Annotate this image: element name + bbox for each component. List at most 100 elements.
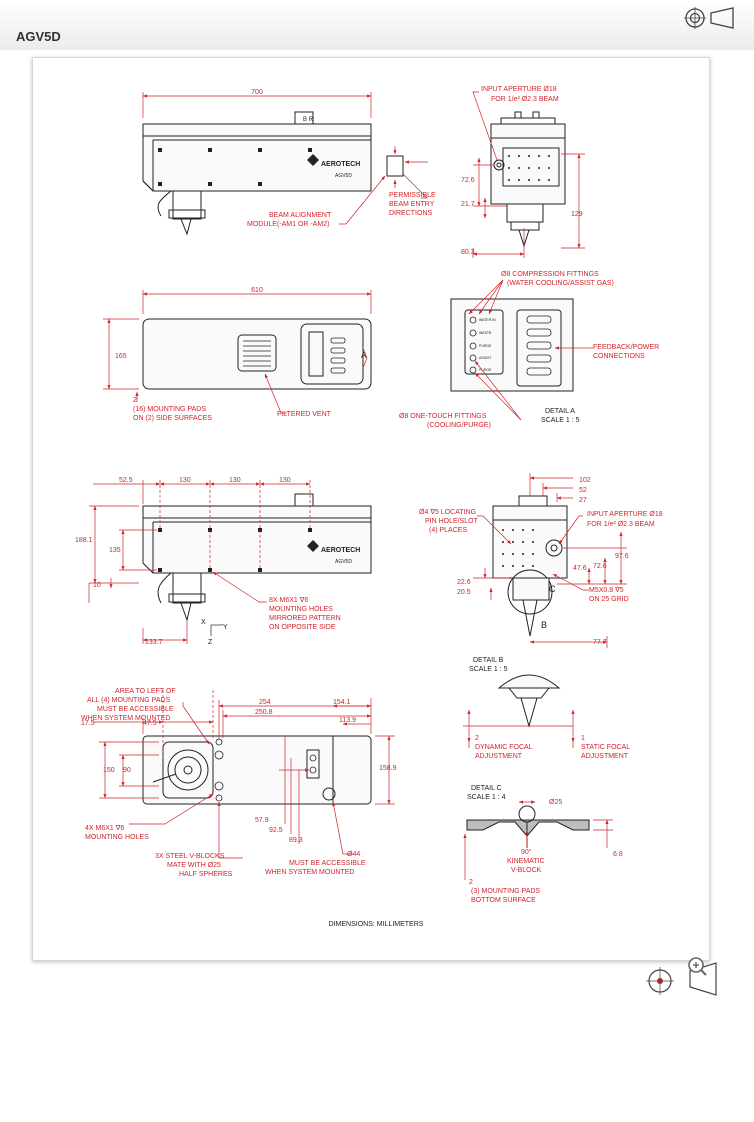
m5-label-2: ON 25 GRID [589, 596, 629, 603]
dynamic-3: ADJUSTMENT [475, 753, 523, 760]
dim-47-5: 47.5 [143, 720, 157, 727]
dim-158-9: 158.9 [379, 765, 397, 772]
dim-130-b: 130 [229, 477, 241, 484]
axis-z-label: Z [208, 639, 213, 646]
permissible-label-1: PERMISSIBLE [389, 192, 436, 199]
bottom-view: AREA TO LEFT OF ALL (4) MOUNTING PADS MU… [81, 657, 630, 904]
end-view-dot-grid [508, 155, 550, 181]
dim-92-5: 92.5 [269, 827, 283, 834]
dim-133-7: 133.7 [145, 639, 163, 646]
touch-fittings-2: (COOLING/PURGE) [427, 422, 491, 429]
dim-6-8: 6.8 [613, 851, 623, 858]
dim-188-1: 188.1 [75, 537, 93, 544]
dim-129: 129 [571, 211, 583, 218]
dim-135: 135 [109, 547, 121, 554]
detail-c-ref: C [549, 584, 556, 594]
detail-b-scale: SCALE 1 : 5 [469, 666, 508, 673]
vblock-label-2: MATE WITH Ø25 [167, 862, 221, 869]
detail-a-scale: SCALE 1 : 5 [541, 417, 580, 424]
locating-label-2: PIN HOLE/SLOT [425, 518, 479, 525]
beam-module-label-1: BEAM ALIGNMENT [269, 212, 332, 219]
side-brand: AEROTECH [321, 547, 360, 554]
detail-b-title: DETAIL B [473, 657, 504, 664]
dim-130-a: 130 [179, 477, 191, 484]
side-holes-3: MIRRORED PATTERN [269, 615, 341, 622]
beam-module-label-2: MODULE(-AM1 OR -AM2) [247, 221, 329, 228]
front-view: 610 165 2 (16) MOUNTING PADS ON (2) SIDE… [103, 271, 659, 429]
side-aperture-2: FOR 1/e² Ø2.3 BEAM [587, 521, 655, 528]
port-label-5: PURGE [479, 368, 492, 372]
dim-72-6-side: 72.6 [593, 563, 607, 570]
bottom-mounting-holes [214, 738, 317, 802]
projection-symbol-icon [646, 967, 674, 995]
locating-label-1: Ø4 ∇5 LOCATING [419, 508, 476, 516]
m5-label-1: M5X0.8 ∇5 [589, 586, 624, 594]
top-brand: AEROTECH [321, 161, 360, 168]
locating-label-3: (4) PLACES [429, 527, 467, 534]
zoom-in-icon [688, 957, 717, 996]
dim-47-6: 47.6 [573, 565, 587, 572]
vblock-label-3: HALF SPHERES [179, 871, 233, 878]
port-label-1: WATER IN [479, 318, 496, 322]
top-overall-length: 700 [251, 89, 263, 96]
drawing-card: AEROTECH AGV5D B R 700 BEAM ALIGNMENT MO… [32, 57, 717, 996]
dynamic-1: 2 [475, 735, 479, 742]
third-angle-projection-icon [684, 7, 734, 29]
compression-fittings-1: Ø8 COMPRESSION FITTINGS [501, 271, 599, 278]
dynamic-2: DYNAMIC FOCAL [475, 744, 533, 751]
detail-c-title: DETAIL C [471, 785, 502, 792]
area-label-4: WHEN SYSTEM MOUNTED [81, 715, 170, 722]
static-3: ADJUSTMENT [581, 753, 629, 760]
dim-77-7: 77.7 [593, 639, 607, 646]
feedback-label-2: CONNECTIONS [593, 353, 645, 360]
dim-150: 150 [103, 767, 115, 774]
dim-20-5: 20.5 [457, 589, 471, 596]
aerotech-logo-icon [307, 154, 319, 166]
dim-57-9: 57.9 [255, 817, 269, 824]
front-overall-length: 610 [251, 287, 263, 294]
bottom-pads-1: 2 [469, 879, 473, 886]
top-model: AGV5D [335, 173, 352, 179]
dim-250-8: 250.8 [255, 709, 273, 716]
axis-y-label: Y [223, 624, 228, 631]
axis-triad-icon [210, 624, 223, 636]
dim-254: 254 [259, 699, 271, 706]
bottom-pads-2: (3) MOUNTING PADS [471, 888, 540, 895]
dim-72-6-top: 72.6 [461, 177, 475, 184]
top-aperture-1: INPUT APERTURE Ø18 [481, 86, 557, 93]
top-end-view [490, 111, 566, 248]
side-pads-1: 2 [133, 397, 137, 404]
detail-a-title: DETAIL A [545, 408, 575, 415]
area-label-3: MUST BE ACCESSIBLE [97, 706, 174, 713]
dim-97-6: 97.6 [615, 553, 629, 560]
page-header: AGV5D [0, 0, 754, 50]
compression-fittings-2: (WATER COOLING/ASSIST GAS) [507, 280, 614, 287]
dim-130-c: 130 [279, 477, 291, 484]
page-title: AGV5D [16, 29, 61, 44]
top-aperture-2: FOR 1/e² Ø2.3 BEAM [491, 96, 559, 103]
side-end-dot-grid [502, 529, 534, 567]
dim-52-5: 52.5 [119, 477, 133, 484]
dim-90: 90 [123, 767, 131, 774]
detail-b-ref: B [541, 620, 547, 630]
dim-22-6: 22.6 [457, 579, 471, 586]
dim-27: 27 [579, 497, 587, 504]
detail-c-scale: SCALE 1 : 4 [467, 794, 506, 801]
detail-a-ref: A [361, 351, 367, 360]
kinematic-1: 90° [521, 848, 532, 856]
dim-80-3: 80.3 [461, 249, 475, 256]
side-aerotech-logo-icon [307, 540, 319, 552]
detail-a-connectors [526, 315, 552, 376]
port-label-3: PURGE [479, 344, 492, 348]
kinematic-3: V-BLOCK [511, 867, 542, 874]
top-view: AEROTECH AGV5D B R 700 BEAM ALIGNMENT MO… [142, 86, 585, 258]
bottom-holes-1: 4X M6X1 ∇6 [85, 824, 124, 832]
dim-25: Ø25 [549, 799, 562, 806]
side-holes-1: 8X M6X1 ∇6 [269, 596, 308, 604]
zoom-in-button[interactable] [646, 955, 718, 997]
bottom-pads-3: BOTTOM SURFACE [471, 897, 536, 904]
side-end-view [492, 495, 568, 637]
access-label-2: MUST BE ACCESSIBLE [289, 860, 366, 867]
access-label-3: WHEN SYSTEM MOUNTED [265, 869, 354, 876]
filtered-vent-icon [243, 340, 271, 367]
